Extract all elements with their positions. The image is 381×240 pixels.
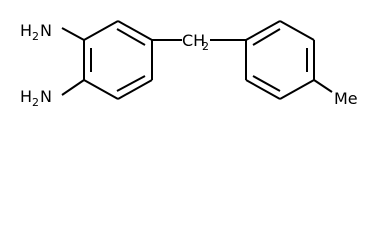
left-ring	[83, 20, 153, 100]
methylene-ch: CH	[182, 31, 205, 50]
bond-nh2-bottom	[61, 79, 85, 96]
nh2-top-subscript: 2	[32, 30, 39, 43]
right-ring	[245, 20, 315, 100]
label-methylene: CH 2	[182, 31, 209, 53]
structure-svg: H 2 N H 2 N CH 2 Me	[20, 20, 358, 109]
bond-right-ring-4	[279, 79, 315, 100]
double-bond-right-ring-bottom	[252, 75, 281, 92]
bond-methyl	[313, 79, 333, 93]
bond-right-ring-5	[245, 79, 281, 100]
bond-left-ring-5	[83, 79, 119, 100]
methylene-subscript: 2	[202, 40, 209, 53]
bond-right-ring-1	[245, 20, 281, 41]
bond-left-ring-2	[117, 20, 153, 41]
double-bond-left-ring-top	[116, 28, 146, 46]
nh2-top-h: H	[20, 21, 32, 40]
label-methyl: Me	[334, 89, 358, 108]
double-bond-right-ring-top	[252, 28, 281, 46]
molecule-diagram: H 2 N H 2 N CH 2 Me	[20, 20, 358, 109]
nh2-bottom-subscript: 2	[32, 96, 39, 109]
methyl-me: Me	[334, 89, 358, 108]
nh2-bottom-n: N	[40, 87, 52, 106]
label-nh2-top: H 2 N	[20, 21, 52, 43]
bond-left-ring-4	[117, 79, 153, 100]
nh2-bottom-h: H	[20, 87, 32, 106]
bond-left-ring-1	[83, 20, 119, 41]
double-bond-left-ring-bottom	[116, 75, 146, 92]
bond-right-ring-2	[279, 20, 315, 41]
nh2-top-n: N	[40, 21, 52, 40]
bond-nh2-top	[61, 27, 85, 41]
label-nh2-bottom: H 2 N	[20, 87, 52, 109]
